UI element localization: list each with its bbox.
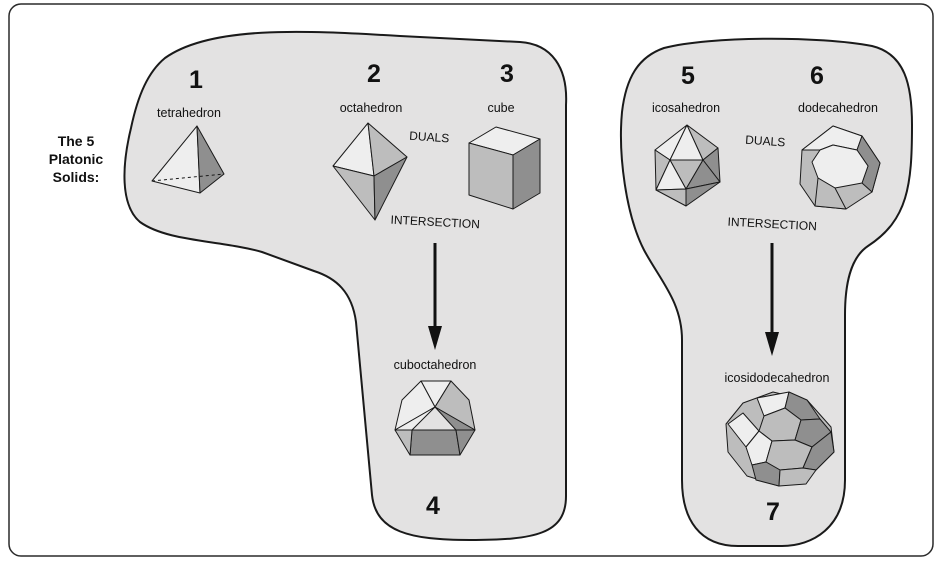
intersection-arrow-right [765, 243, 779, 356]
icosahedron-icon [654, 124, 721, 207]
icosidodecahedron-icon [725, 391, 835, 487]
solid-name-7: icosidodecahedron [725, 371, 830, 385]
octahedron-icon [332, 122, 408, 221]
solid-number-2: 2 [367, 60, 381, 88]
solid-number-7: 7 [766, 498, 780, 526]
solid-number-1: 1 [189, 66, 203, 94]
solid-number-4: 4 [426, 492, 440, 520]
solid-number-6: 6 [810, 62, 824, 90]
diagram-title-line-1: The 5 [58, 133, 95, 149]
cuboctahedron-icon [394, 380, 476, 456]
duals-label-right: DUALS [745, 133, 786, 150]
intersection-arrow-left [428, 243, 442, 350]
solid-name-1: tetrahedron [157, 106, 221, 120]
duals-label-left: DUALS [409, 129, 450, 146]
solid-name-3: cube [487, 101, 514, 115]
intersection-label-right: INTERSECTION [727, 215, 817, 234]
dodecahedron-icon [799, 125, 881, 210]
intersection-label-left: INTERSECTION [390, 213, 480, 232]
tetrahedron-icon [151, 125, 225, 194]
solid-name-6: dodecahedron [798, 101, 878, 115]
diagram-title-line-2: Platonic [49, 151, 104, 167]
solid-name-2: octahedron [340, 101, 403, 115]
solid-number-5: 5 [681, 62, 695, 90]
diagram-title-line-3: Solids: [53, 169, 100, 185]
solid-name-4: cuboctahedron [394, 358, 477, 372]
solid-name-5: icosahedron [652, 101, 720, 115]
cube-icon [468, 126, 541, 210]
solid-number-3: 3 [500, 60, 514, 88]
